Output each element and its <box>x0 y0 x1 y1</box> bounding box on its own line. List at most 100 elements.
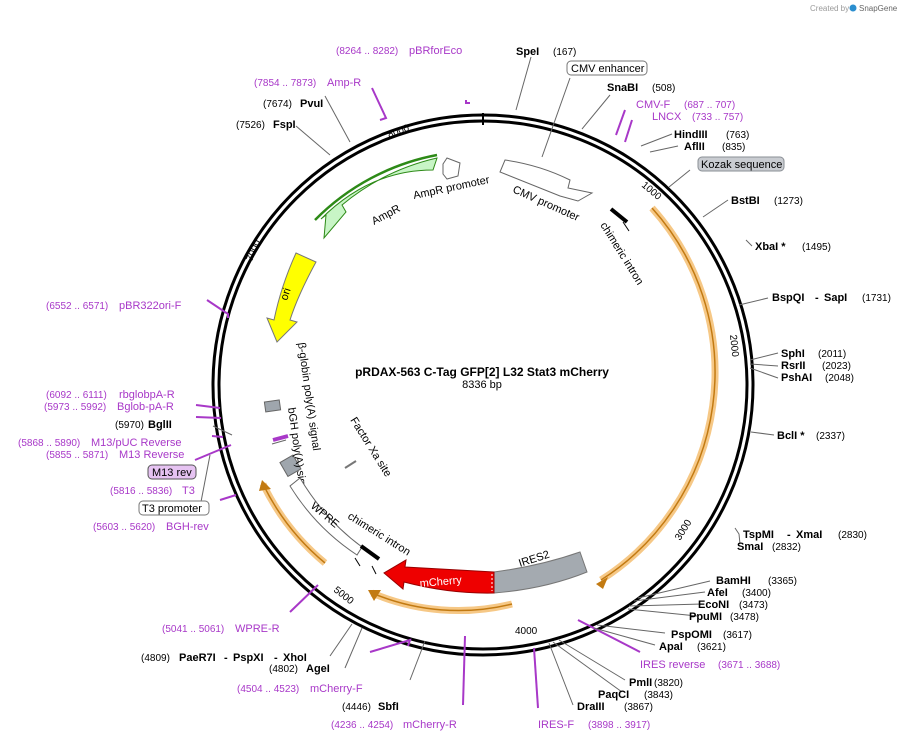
primer-name: IRES reverse <box>640 659 705 671</box>
enzyme-name: HindIII <box>674 129 708 141</box>
primer-range: (6552 .. 6571) <box>46 301 108 312</box>
primer-name: mCherry-R <box>403 719 457 731</box>
enzyme-name: PshAI <box>781 372 812 384</box>
enzyme-name: SphI <box>781 348 805 360</box>
enzyme-name: BclI * <box>777 430 805 442</box>
feature-ires2: IRES2 <box>493 549 588 594</box>
enzyme-pos: (3400) <box>742 588 771 599</box>
primer-range: (4504 .. 4523) <box>237 684 299 695</box>
enzyme-name: ApaI <box>659 641 683 653</box>
primer-name: BGH-rev <box>166 521 209 533</box>
enzyme-pos: (3473) <box>739 600 768 611</box>
enzyme-name: EcoNI <box>698 599 729 611</box>
primer-range: (5855 .. 5871) <box>46 450 108 461</box>
primer-range: (5816 .. 5836) <box>110 486 172 497</box>
enzyme-pos: (2337) <box>816 431 845 442</box>
enzyme-name: SnaBI <box>607 82 638 94</box>
enzyme-name: PspOMI <box>671 629 712 641</box>
tick-3000: 3000 <box>673 518 694 543</box>
primer-range: (7854 .. 7873) <box>254 78 316 89</box>
enzyme-pos: (4446) <box>342 702 371 713</box>
enzyme-pos: (2830) <box>838 530 867 541</box>
primer-range: (4236 .. 4254) <box>331 720 393 731</box>
backbone <box>211 113 755 657</box>
feature-ori: ori <box>266 252 317 343</box>
enzyme-pos: (763) <box>726 130 749 141</box>
primer-name: IRES-F <box>538 719 574 731</box>
enzyme-name: AgeI <box>306 663 330 675</box>
primer-marks <box>194 87 641 709</box>
enzyme-pos: (7674) <box>263 99 292 110</box>
enzyme-labels: SpeI (167) SnaBI (508) HindIII (763) Afl… <box>115 46 891 713</box>
boxed-labels: CMV enhancer Kozak sequence M13 rev T3 p… <box>138 60 785 516</box>
primer-name: rbglobpA-R <box>119 389 175 401</box>
primer-labels: (8264 .. 8282) pBRforEco (7854 .. 7873) … <box>18 45 780 731</box>
primer-range: (5868 .. 5890) <box>18 438 80 449</box>
snapgene-logo-icon <box>849 4 857 12</box>
enzyme-name-2: SapI <box>824 292 847 304</box>
enzyme-pos: (3621) <box>697 642 726 653</box>
enzyme-pos: (167) <box>553 47 576 58</box>
enzyme-pos: (1731) <box>862 293 891 304</box>
enzyme-name: TspMI <box>743 529 774 541</box>
enzyme-name: AflII <box>684 141 705 153</box>
credit-brand: SnapGene <box>859 4 898 13</box>
enzyme-name: BglII <box>148 419 172 431</box>
kozak-label: Kozak sequence <box>701 159 782 171</box>
enzyme-pos: (3867) <box>624 702 653 713</box>
svg-text:-: - <box>815 292 819 304</box>
enzyme-pos: (5970) <box>115 420 144 431</box>
t3-promoter-label: T3 promoter <box>142 503 202 515</box>
tick-4000: 4000 <box>515 626 538 637</box>
enzyme-pos: (3365) <box>768 576 797 587</box>
enzyme-pos: (4802) <box>269 664 298 675</box>
enzyme-name-2: XmaI <box>796 529 822 541</box>
feature-polya: β-globin poly(A) signal bGH poly(A) sign… <box>263 342 322 500</box>
enzyme-name: SbfI <box>378 701 399 713</box>
tick-2000: 2000 <box>727 334 740 358</box>
feature-chimeric-intron-top: chimeric intron <box>597 207 646 287</box>
enzyme-name: XbaI * <box>755 241 786 253</box>
plasmid-length: 8336 bp <box>462 379 502 391</box>
primer-range: (5973 .. 5992) <box>44 402 106 413</box>
primer-name: LNCX <box>652 111 682 123</box>
enzyme-name: PmlI <box>629 677 652 689</box>
m13-rev-label: M13 rev <box>152 467 192 479</box>
tick-7000: 7000 <box>245 238 264 263</box>
enzyme-pos: (2023) <box>822 361 851 372</box>
enzyme-name: PpuMI <box>689 611 722 623</box>
enzyme-pos: (1273) <box>774 196 803 207</box>
cmv-enhancer-label: CMV enhancer <box>571 63 645 75</box>
ampr-label: AmpR <box>370 203 403 228</box>
feature-factor-xa: Factor Xa site <box>344 415 394 479</box>
primer-range: (8264 .. 8282) <box>336 46 398 57</box>
enzyme-name: RsrII <box>781 360 805 372</box>
primer-range: (5041 .. 5061) <box>162 624 224 635</box>
ori-label: ori <box>278 287 293 302</box>
primer-name: mCherry-F <box>310 683 363 695</box>
enzyme-pos: (835) <box>722 142 745 153</box>
enzyme-name: PvuI <box>300 98 323 110</box>
enzyme-name: FspI <box>273 119 296 131</box>
enzyme-pos: (2011) <box>818 349 846 360</box>
svg-text:-: - <box>224 652 228 664</box>
tick-8000: 8000 <box>386 123 411 141</box>
credit-prefix: Created by <box>810 4 849 13</box>
enzyme-pos: (3820) <box>654 678 683 689</box>
primer-name: Amp-R <box>327 77 361 89</box>
feature-cmv-promoter: CMV promoter <box>499 159 594 224</box>
primer-name: CMV-F <box>636 99 671 111</box>
primer-name: T3 <box>182 485 195 497</box>
enzyme-name: DraIII <box>577 701 605 713</box>
enzyme-name-2: PspXI <box>233 652 264 664</box>
enzyme-leaders <box>199 56 779 706</box>
chimeric-intron-top-label: chimeric intron <box>597 220 645 287</box>
primer-name: M13/pUC Reverse <box>91 437 181 449</box>
factor-xa-label: Factor Xa site <box>347 415 393 479</box>
enzyme-pos: (3843) <box>644 690 673 701</box>
enzyme-pos: (4809) <box>141 653 170 664</box>
enzyme-name: BstBI <box>731 195 760 207</box>
feature-mcherry: mCherry <box>383 559 495 594</box>
enzyme-pos: (2048) <box>825 373 854 384</box>
